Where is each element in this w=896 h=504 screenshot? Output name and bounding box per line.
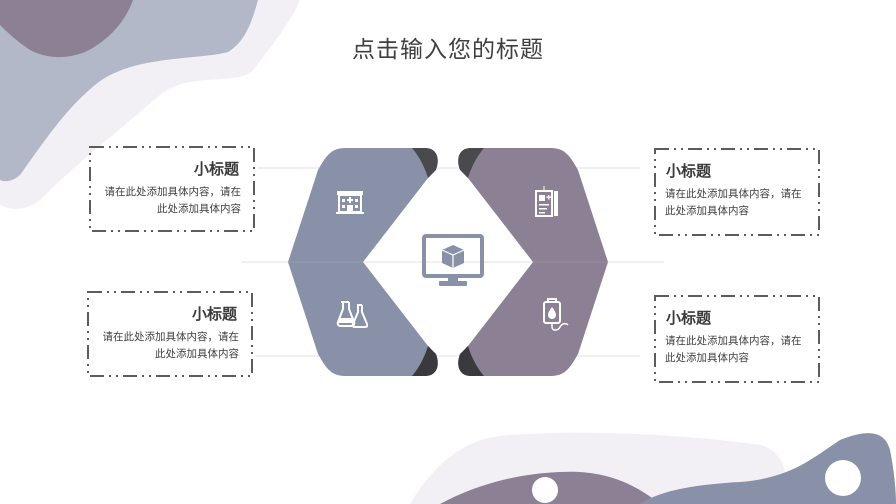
page-title[interactable]: 点击输入您的标题 xyxy=(352,37,544,63)
card-heading[interactable]: 小标题 xyxy=(666,162,712,180)
card-body-line-1: 请在此处添加具体内容，请在 xyxy=(104,186,242,198)
text-card-top-left[interactable]: 小标题 请在此处添加具体内容，请在此处添加具体内容 xyxy=(89,146,255,232)
left-fold-bottom xyxy=(412,346,438,376)
card-body[interactable]: 请在此处添加具体内容，请在此处添加具体内容 xyxy=(665,333,815,366)
card-body[interactable]: 请在此处添加具体内容，请在此处添加具体内容 xyxy=(91,184,242,217)
iv-bag-icon xyxy=(543,298,569,331)
card-heading[interactable]: 小标题 xyxy=(193,160,239,178)
card-body-line-1: 请在此处添加具体内容，请在 xyxy=(665,335,802,347)
text-card-top-right[interactable]: 小标题 请在此处添加具体内容，请在此处添加具体内容 xyxy=(654,148,820,236)
card-body[interactable]: 请在此处添加具体内容，请在此处添加具体内容 xyxy=(89,329,240,362)
card-heading[interactable]: 小标题 xyxy=(666,309,712,327)
medical-record-icon xyxy=(535,186,558,217)
dash-dot-border xyxy=(654,148,820,236)
card-body[interactable]: 请在此处添加具体内容，请在此处添加具体内容 xyxy=(665,186,815,219)
dash-dot-border xyxy=(89,146,255,232)
right-fold-bottom xyxy=(458,346,484,376)
card-body-line-1: 请在此处添加具体内容，请在 xyxy=(102,331,240,343)
blob-top-left-mauve xyxy=(0,0,133,58)
dash-dot-border xyxy=(654,295,820,383)
card-body-line-2: 此处添加具体内容 xyxy=(665,204,749,217)
text-card-bottom-left[interactable]: 小标题 请在此处添加具体内容，请在此处添加具体内容 xyxy=(87,291,253,377)
card-body-line-2: 此处添加具体内容 xyxy=(665,351,749,364)
dash-dot-border xyxy=(87,291,253,377)
left-fold-top xyxy=(412,148,438,178)
card-body-line-2: 此处添加具体内容 xyxy=(155,347,239,360)
monitor-cube-icon xyxy=(422,234,484,286)
card-heading[interactable]: 小标题 xyxy=(191,305,237,323)
lab-flask-icon xyxy=(336,301,368,328)
blob-hole-1 xyxy=(532,477,558,503)
right-fold-top xyxy=(458,148,484,178)
blob-hole-2 xyxy=(825,460,861,496)
card-body-line-2: 此处添加具体内容 xyxy=(157,202,241,215)
card-body-line-1: 请在此处添加具体内容，请在 xyxy=(665,188,802,200)
text-card-bottom-right[interactable]: 小标题 请在此处添加具体内容，请在此处添加具体内容 xyxy=(654,295,820,383)
hospital-icon xyxy=(336,191,364,214)
